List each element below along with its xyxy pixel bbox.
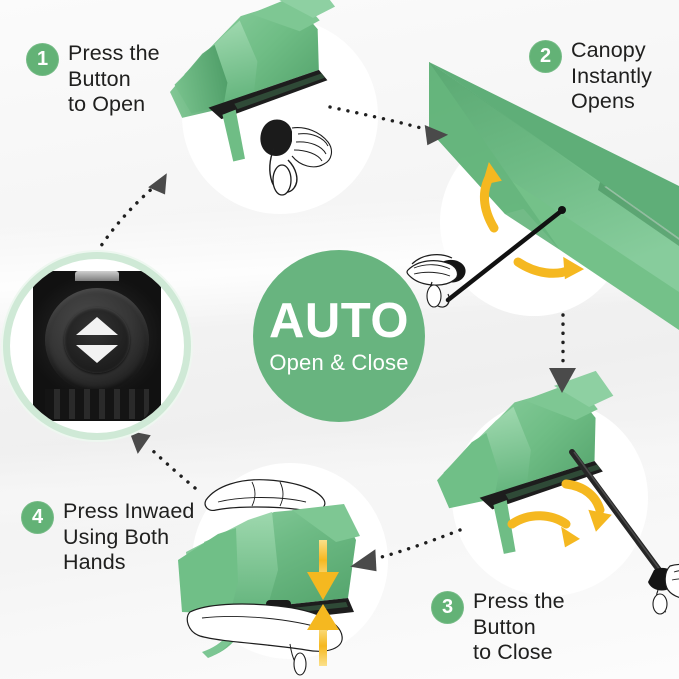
handle-grip-texture	[45, 389, 149, 419]
step-3-label: Press the Button to Close	[473, 589, 565, 664]
triangle-up-icon[interactable]	[76, 317, 118, 335]
auto-subtitle: Open & Close	[269, 350, 409, 375]
step-4-label: Press Inwaed Using Both Hands	[63, 499, 195, 574]
button-inner-ring[interactable]	[64, 307, 130, 373]
triangle-down-icon[interactable]	[76, 345, 118, 363]
step-4-vertical-motion-arrows	[307, 540, 339, 666]
step-1-number-badge: 1	[26, 43, 59, 76]
step-1-label: Press the Button to Open	[68, 41, 160, 116]
step-2-number-badge: 2	[529, 40, 562, 73]
umbrella-handle-body	[33, 271, 161, 421]
auto-title: AUTO	[269, 294, 409, 348]
auto-open-close-badge: AUTO Open & Close	[253, 250, 425, 422]
handle-top-cap	[75, 271, 119, 281]
auto-button-closeup[interactable]	[10, 259, 184, 433]
step-2-label: Canopy Instantly Opens	[571, 38, 652, 113]
step-4-number-badge: 4	[21, 501, 54, 534]
step-4-caption: 4 Press Inwaed Using Both Hands	[21, 499, 194, 576]
step-1-caption: 1 Press the Button to Open	[26, 41, 160, 118]
step-3-number-badge: 3	[431, 591, 464, 624]
button-outer-ring	[45, 288, 149, 392]
step-2-caption: 2 Canopy Instantly Opens	[529, 38, 652, 115]
step-3-caption: 3 Press the Button to Close	[431, 589, 565, 666]
